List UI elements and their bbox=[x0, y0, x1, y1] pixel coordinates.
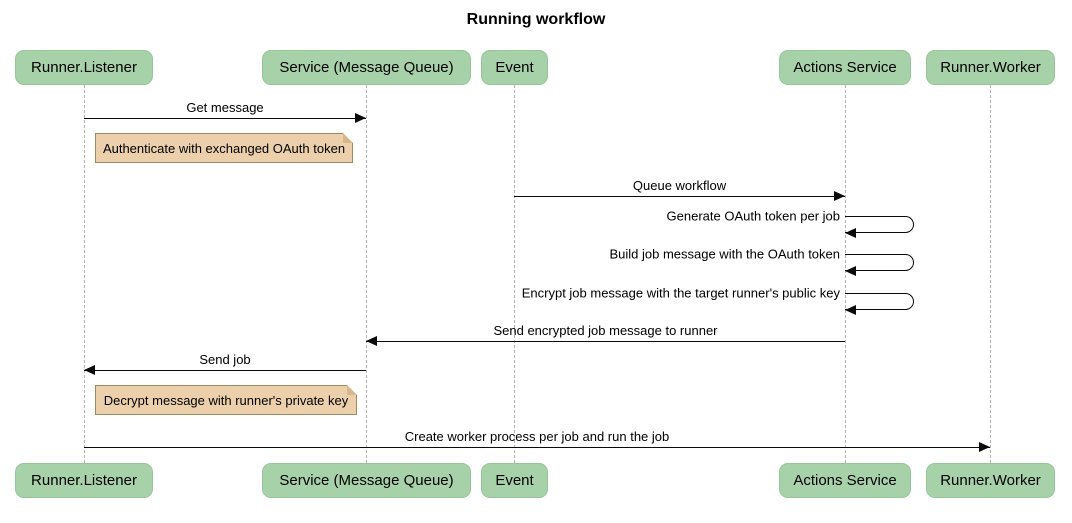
message-label-encrypt-job-message: Encrypt job message with the target runn… bbox=[521, 285, 840, 301]
participant-runner-worker-top: Runner.Worker bbox=[926, 50, 1055, 85]
message-line-send-encrypted-job-message bbox=[366, 341, 845, 342]
message-label-send-encrypted-job-message: Send encrypted job message to runner bbox=[493, 323, 718, 338]
arrowhead-queue-workflow bbox=[834, 191, 845, 201]
participant-service-message-queue-bottom: Service (Message Queue) bbox=[262, 463, 471, 498]
lifeline-runner-listener bbox=[84, 85, 85, 463]
message-label-queue-workflow: Queue workflow bbox=[632, 178, 727, 193]
message-line-queue-workflow bbox=[514, 196, 845, 197]
arrowhead-send-job bbox=[84, 365, 95, 375]
participant-runner-listener-top: Runner.Listener bbox=[15, 50, 153, 85]
message-label-create-worker-process: Create worker process per job and run th… bbox=[404, 429, 670, 444]
message-label-send-job: Send job bbox=[199, 352, 251, 367]
participant-event-top: Event bbox=[481, 50, 548, 85]
participant-runner-listener-bottom: Runner.Listener bbox=[15, 463, 153, 498]
arrowhead-send-encrypted-job-message bbox=[366, 336, 377, 346]
lifeline-event bbox=[514, 85, 515, 463]
message-label-get-message: Get message bbox=[186, 100, 264, 115]
participant-actions-service-bottom: Actions Service bbox=[779, 463, 911, 498]
self-loop-generate-oauth-token bbox=[845, 216, 914, 233]
arrowhead-get-message bbox=[355, 113, 366, 123]
participant-runner-worker-bottom: Runner.Worker bbox=[926, 463, 1055, 498]
message-line-create-worker-process bbox=[84, 447, 990, 448]
arrowhead-generate-oauth-token bbox=[845, 228, 856, 238]
message-line-send-job bbox=[84, 370, 366, 371]
diagram-title: Running workflow bbox=[466, 11, 606, 28]
note-note-decrypt: Decrypt message with runner's private ke… bbox=[95, 385, 357, 415]
arrowhead-encrypt-job-message bbox=[845, 305, 856, 315]
self-loop-build-job-message bbox=[845, 254, 914, 271]
self-loop-encrypt-job-message bbox=[845, 293, 914, 310]
participant-event-bottom: Event bbox=[481, 463, 548, 498]
lifeline-service-message-queue bbox=[366, 85, 367, 463]
lifeline-runner-worker bbox=[990, 85, 991, 463]
message-label-generate-oauth-token: Generate OAuth token per job bbox=[666, 208, 840, 224]
arrowhead-create-worker-process bbox=[979, 442, 990, 452]
message-label-build-job-message: Build job message with the OAuth token bbox=[609, 246, 840, 262]
message-line-get-message bbox=[84, 118, 366, 119]
note-note-authenticate: Authenticate with exchanged OAuth token bbox=[95, 133, 353, 163]
arrowhead-build-job-message bbox=[845, 266, 856, 276]
participant-service-message-queue-top: Service (Message Queue) bbox=[262, 50, 471, 85]
participant-actions-service-top: Actions Service bbox=[779, 50, 911, 85]
